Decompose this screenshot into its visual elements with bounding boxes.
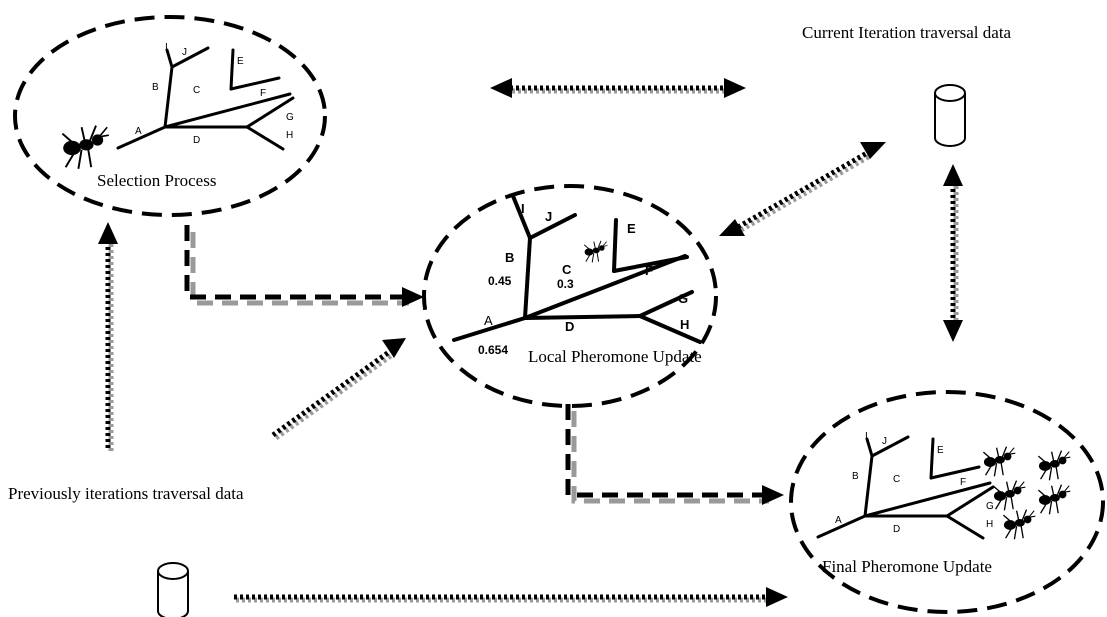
previous-iterations-data-label: Previously iterations traversal data	[8, 484, 244, 503]
weight-b: 0.45	[488, 274, 512, 288]
tree-node-e: E	[937, 445, 944, 456]
tree-node-i: I	[521, 201, 525, 216]
selection-tree	[116, 46, 295, 151]
tree-node-g: G	[286, 112, 294, 123]
tree-node-i: I	[165, 42, 168, 53]
tree-node-a: A	[135, 126, 142, 137]
final-pheromone-ellipse	[789, 390, 1105, 614]
tree-node-g: G	[986, 501, 994, 512]
database-cylinder-icon	[157, 562, 189, 617]
final-tree	[816, 435, 995, 540]
dotted-arrow-previous-data-to-selection	[98, 222, 118, 452]
tree-node-d: D	[893, 524, 900, 535]
current-iteration-data-label: Current Iteration traversal data	[802, 23, 1012, 42]
weight-a: 0.654	[478, 343, 508, 357]
ant-icon	[583, 240, 608, 263]
tree-node-e: E	[627, 221, 636, 236]
tree-node-f: F	[645, 263, 653, 278]
tree-node-g: G	[678, 291, 688, 306]
final-pheromone-panel: A B C D E F G H I J Final Pheromone Upda…	[789, 390, 1105, 614]
tree-node-h: H	[680, 317, 689, 332]
dotted-arrow-current-data-to-final	[943, 164, 963, 342]
tree-node-j: J	[182, 47, 187, 58]
tree-node-h: H	[986, 519, 993, 530]
database-cylinder-icon	[934, 84, 966, 147]
tree-node-a: A	[835, 515, 842, 526]
tree-node-c: C	[893, 474, 900, 485]
ant-icon	[1037, 483, 1071, 515]
tree-node-c: C	[193, 85, 200, 96]
local-pheromone-panel: A B C D E F G H I J 0.654 0.45 0.3 Local…	[422, 184, 718, 408]
ant-group	[982, 445, 1071, 540]
tree-node-j: J	[545, 209, 552, 224]
tree-node-a: A	[484, 313, 493, 328]
selection-process-label: Selection Process	[97, 171, 216, 190]
dashed-arrow-selection-to-local	[184, 225, 424, 307]
ant-icon	[1002, 508, 1036, 540]
ant-icon	[982, 445, 1016, 477]
tree-node-d: D	[193, 135, 200, 146]
tree-node-j: J	[882, 436, 887, 447]
tree-node-b: B	[152, 82, 159, 93]
weight-c: 0.3	[557, 277, 574, 291]
tree-node-f: F	[260, 88, 266, 99]
ant-icon	[1037, 449, 1071, 481]
dotted-arrow-selection-local-exchange	[490, 78, 746, 98]
final-pheromone-label: Final Pheromone Update	[822, 557, 992, 576]
dotted-arrow-previous-data-to-final	[234, 587, 788, 607]
tree-node-b: B	[505, 250, 514, 265]
tree-node-i: I	[865, 431, 868, 442]
tree-node-b: B	[852, 471, 859, 482]
selection-process-ellipse	[13, 15, 327, 217]
local-pheromone-ellipse	[422, 184, 718, 408]
ant-icon	[61, 124, 110, 170]
local-tree	[452, 194, 702, 344]
local-pheromone-label: Local Pheromone Update	[528, 347, 702, 366]
tree-node-f: F	[960, 477, 966, 488]
tree-node-e: E	[237, 56, 244, 67]
dashed-arrow-local-to-final	[565, 404, 784, 505]
ant-icon	[992, 479, 1026, 511]
selection-process-panel: A B C D E F G H I J Selection Process	[13, 15, 327, 217]
tree-node-c: C	[562, 262, 572, 277]
tree-node-d: D	[565, 319, 574, 334]
tree-node-h: H	[286, 130, 293, 141]
dotted-arrow-previous-data-to-local	[271, 338, 406, 441]
dotted-arrow-current-data-to-local	[719, 142, 886, 236]
